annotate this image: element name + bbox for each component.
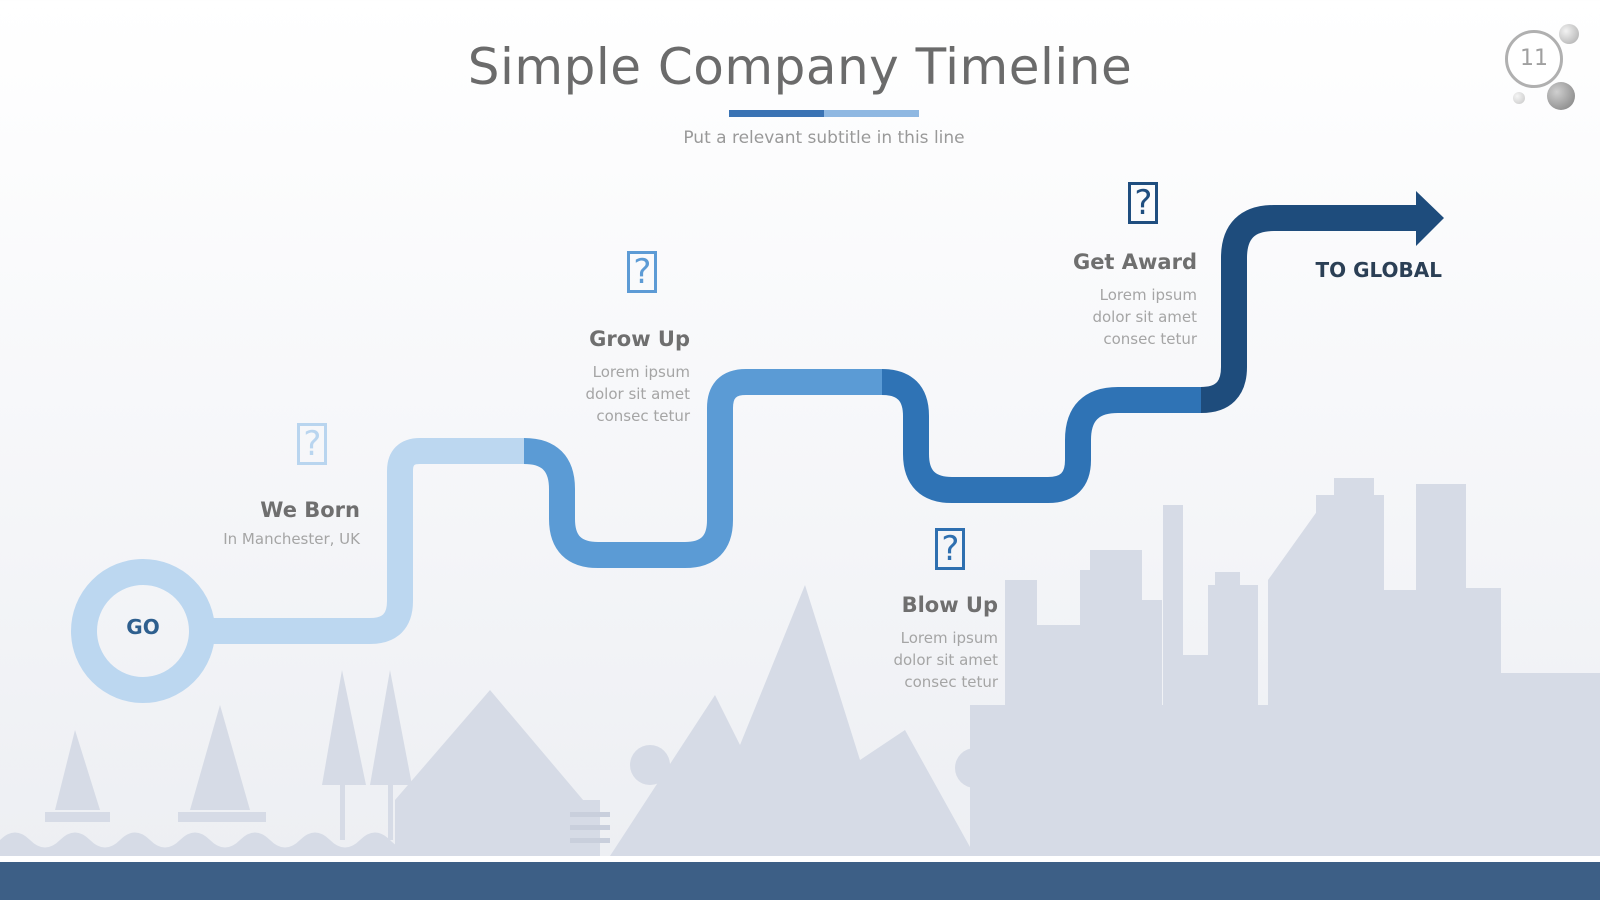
document-icon: ? [1128,182,1158,224]
go-ring [71,559,215,703]
milestone-description: Lorem ipsum dolor sit amet consec tetur [1092,286,1197,348]
page-number-badge: 11 [1505,24,1579,110]
milestone-we-born: We Born In Manchester, UK [200,498,360,550]
milestone-description: In Manchester, UK [223,530,360,548]
document-icon: ? [627,251,657,293]
milestone-title: Get Award [1072,250,1197,274]
page-title: Simple Company Timeline [467,38,1133,96]
milestone-get-award: Get Award Lorem ipsum dolor sit amet con… [1037,250,1197,350]
footer-separator [0,856,1600,862]
end-label: TO GLOBAL [1315,258,1442,282]
arrow-head [1416,191,1444,246]
underline-dark [729,110,824,117]
milestone-grow-up: Grow Up Lorem ipsum dolor sit amet conse… [530,327,690,427]
page-subtitle: Put a relevant subtitle in this line [683,128,965,148]
document-icon: ? [935,528,965,570]
timeline-path [205,205,1420,644]
milestone-description: Lorem ipsum dolor sit amet consec tetur [893,629,998,691]
start-label: GO [126,615,160,639]
skyline-silhouette [0,478,1600,856]
milestone-title: Blow Up [901,593,998,617]
document-icon: ? [297,423,327,465]
milestone-description: Lorem ipsum dolor sit amet consec tetur [585,363,690,425]
milestone-blow-up: Blow Up Lorem ipsum dolor sit amet conse… [838,593,998,693]
decor-bubble-tiny [1513,92,1525,104]
decor-bubble-large [1547,82,1575,110]
page-number: 11 [1505,30,1563,88]
milestone-title: We Born [260,498,360,522]
underline-light [824,110,919,117]
footer-bar [0,862,1600,900]
milestone-title: Grow Up [589,327,690,351]
decor-bubble-small [1559,24,1579,44]
title-underline [729,110,919,117]
